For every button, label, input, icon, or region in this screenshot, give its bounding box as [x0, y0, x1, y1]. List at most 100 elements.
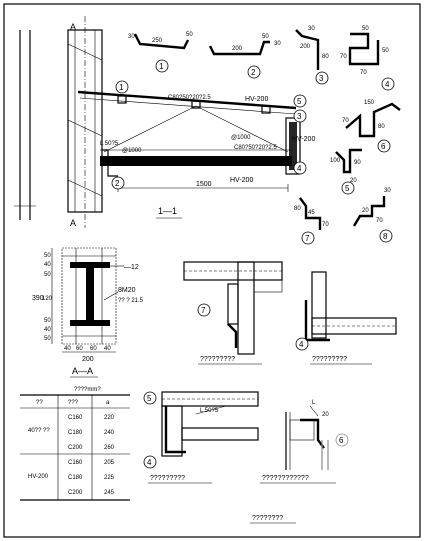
main-section: A A 1500 C80?50?20?2.5 L 50?5 @1000 @100…	[14, 16, 315, 228]
purlin	[117, 95, 127, 104]
left-dim: 40	[44, 327, 51, 333]
flashing-6-dim: 100	[330, 158, 341, 164]
table-cell: C180	[68, 475, 83, 481]
table-cell: 225	[104, 475, 115, 481]
gutter-box	[227, 283, 239, 325]
purlin	[191, 100, 201, 109]
bottom-dim: 40	[64, 346, 71, 352]
bottom-caption: ????????	[252, 515, 283, 522]
h-top-flange	[70, 262, 110, 268]
column-band	[237, 261, 255, 355]
flashing-7-dim: 45	[308, 210, 315, 216]
roof-liner	[79, 97, 297, 115]
sheet-border	[3, 3, 421, 538]
flashing-1-number: 1	[159, 62, 164, 71]
hv-top-callout: HV-200	[245, 96, 268, 103]
left-dim: 50	[44, 336, 51, 342]
flashing-5-profile	[345, 102, 401, 138]
table-cell: C200	[68, 445, 83, 451]
flashing-6-marker	[377, 139, 391, 153]
flashing-7-dim: 70	[322, 222, 329, 228]
flashing-7-marker	[301, 231, 315, 245]
flashing-4-profile	[348, 32, 380, 66]
flashing-1-dim: 50	[186, 32, 193, 38]
detail-marker	[295, 337, 309, 351]
table-cell: C180	[68, 430, 83, 436]
flashing-2-dim: 200	[232, 46, 243, 52]
table-group: HV-200	[28, 474, 49, 480]
detail-marker-label: 7	[201, 306, 206, 315]
flashing-3-marker	[315, 71, 329, 85]
detail-marker	[143, 391, 157, 405]
table-header: ??	[36, 400, 43, 406]
table-cell: C160	[68, 415, 83, 421]
marker-3	[293, 109, 307, 123]
table-header: ???	[68, 400, 79, 406]
flashing-1-dim: 250	[152, 38, 163, 44]
plate-note: —12	[124, 264, 139, 271]
marker-1-label: 1	[119, 83, 124, 92]
flashing-6-dim: 20	[350, 178, 357, 184]
detail-lower-left: L 50?5 5 4 ?????????	[143, 391, 259, 484]
table-cell: 205	[104, 460, 115, 466]
flashing-3-dim: 80	[322, 54, 329, 60]
flashing-4-dim: 70	[360, 70, 367, 76]
column-band	[311, 271, 327, 339]
flashing-7-number: 7	[305, 234, 310, 243]
angle-note: L 50?5	[200, 408, 219, 414]
beam-callout: H300?200?10?8(I)/B	[148, 159, 204, 165]
flashing-5-marker	[341, 181, 355, 195]
hv-mid-callout: HV-200	[292, 136, 315, 143]
bolt-note: 8M20	[118, 287, 136, 294]
marker-4-label: 4	[297, 164, 302, 173]
column-section: 50 40 50 120 50 40 50 390 40 60 60 40 20…	[32, 247, 144, 378]
flashing-2-dim: 50	[262, 34, 269, 40]
flashing-1-profile	[133, 33, 190, 50]
detail-lower-right: L 20 6 ????????????	[260, 400, 349, 484]
table-caption: ????mm?	[74, 387, 101, 393]
connection-plate	[253, 261, 283, 293]
section-tag: 1—1	[158, 206, 177, 216]
marker-5-label: 5	[297, 97, 302, 106]
column-hatch	[67, 179, 103, 197]
detail-marker-label: 6	[339, 436, 344, 445]
flashing-details: 30 250 50 1 50 200 30 2 30 200 80 3 50 7…	[128, 26, 401, 245]
top-sheet-callout: C80?50?20?2.5	[168, 95, 211, 101]
flashing-6-number: 6	[381, 142, 386, 151]
angle-leader	[309, 405, 319, 417]
flashing-2-number: 2	[251, 68, 256, 77]
detail-marker-label: 4	[299, 340, 304, 349]
lower-beam	[181, 427, 259, 441]
flashing-4-dim: 70	[340, 54, 347, 60]
bottom-dim: 60	[90, 346, 97, 352]
purlin	[261, 105, 271, 114]
dim-note: 20	[322, 412, 329, 418]
flashing-8-profile	[352, 196, 386, 227]
section-title: A—A	[72, 366, 93, 376]
brace	[103, 105, 197, 153]
flashing-3-dim: 200	[300, 44, 311, 50]
base-plate	[61, 247, 117, 345]
hole-note: ?? ? 21.5	[118, 298, 144, 304]
flashing-1-marker	[155, 59, 169, 73]
spacing-right-callout: @1000	[231, 135, 251, 141]
flashing-line	[227, 323, 238, 348]
detail-marker	[335, 433, 349, 447]
flashing-6-profile	[335, 148, 362, 174]
flashing-6-dim: 90	[354, 160, 361, 166]
span-label: 1500	[196, 181, 212, 188]
table-cell: C200	[68, 490, 83, 496]
gutter	[285, 117, 301, 175]
flashing-4-dim: 50	[362, 26, 369, 32]
flashing-3-profile	[295, 29, 320, 70]
table-cell: 260	[104, 445, 115, 451]
flashing-8-marker	[379, 229, 393, 243]
h-web	[86, 268, 94, 320]
flashing-2-marker	[247, 65, 261, 79]
l-angle	[102, 149, 118, 177]
flashing-5-dim: 150	[364, 100, 375, 106]
detail-marker	[143, 455, 157, 469]
brace	[195, 105, 289, 153]
gutter-flashing	[164, 406, 186, 454]
